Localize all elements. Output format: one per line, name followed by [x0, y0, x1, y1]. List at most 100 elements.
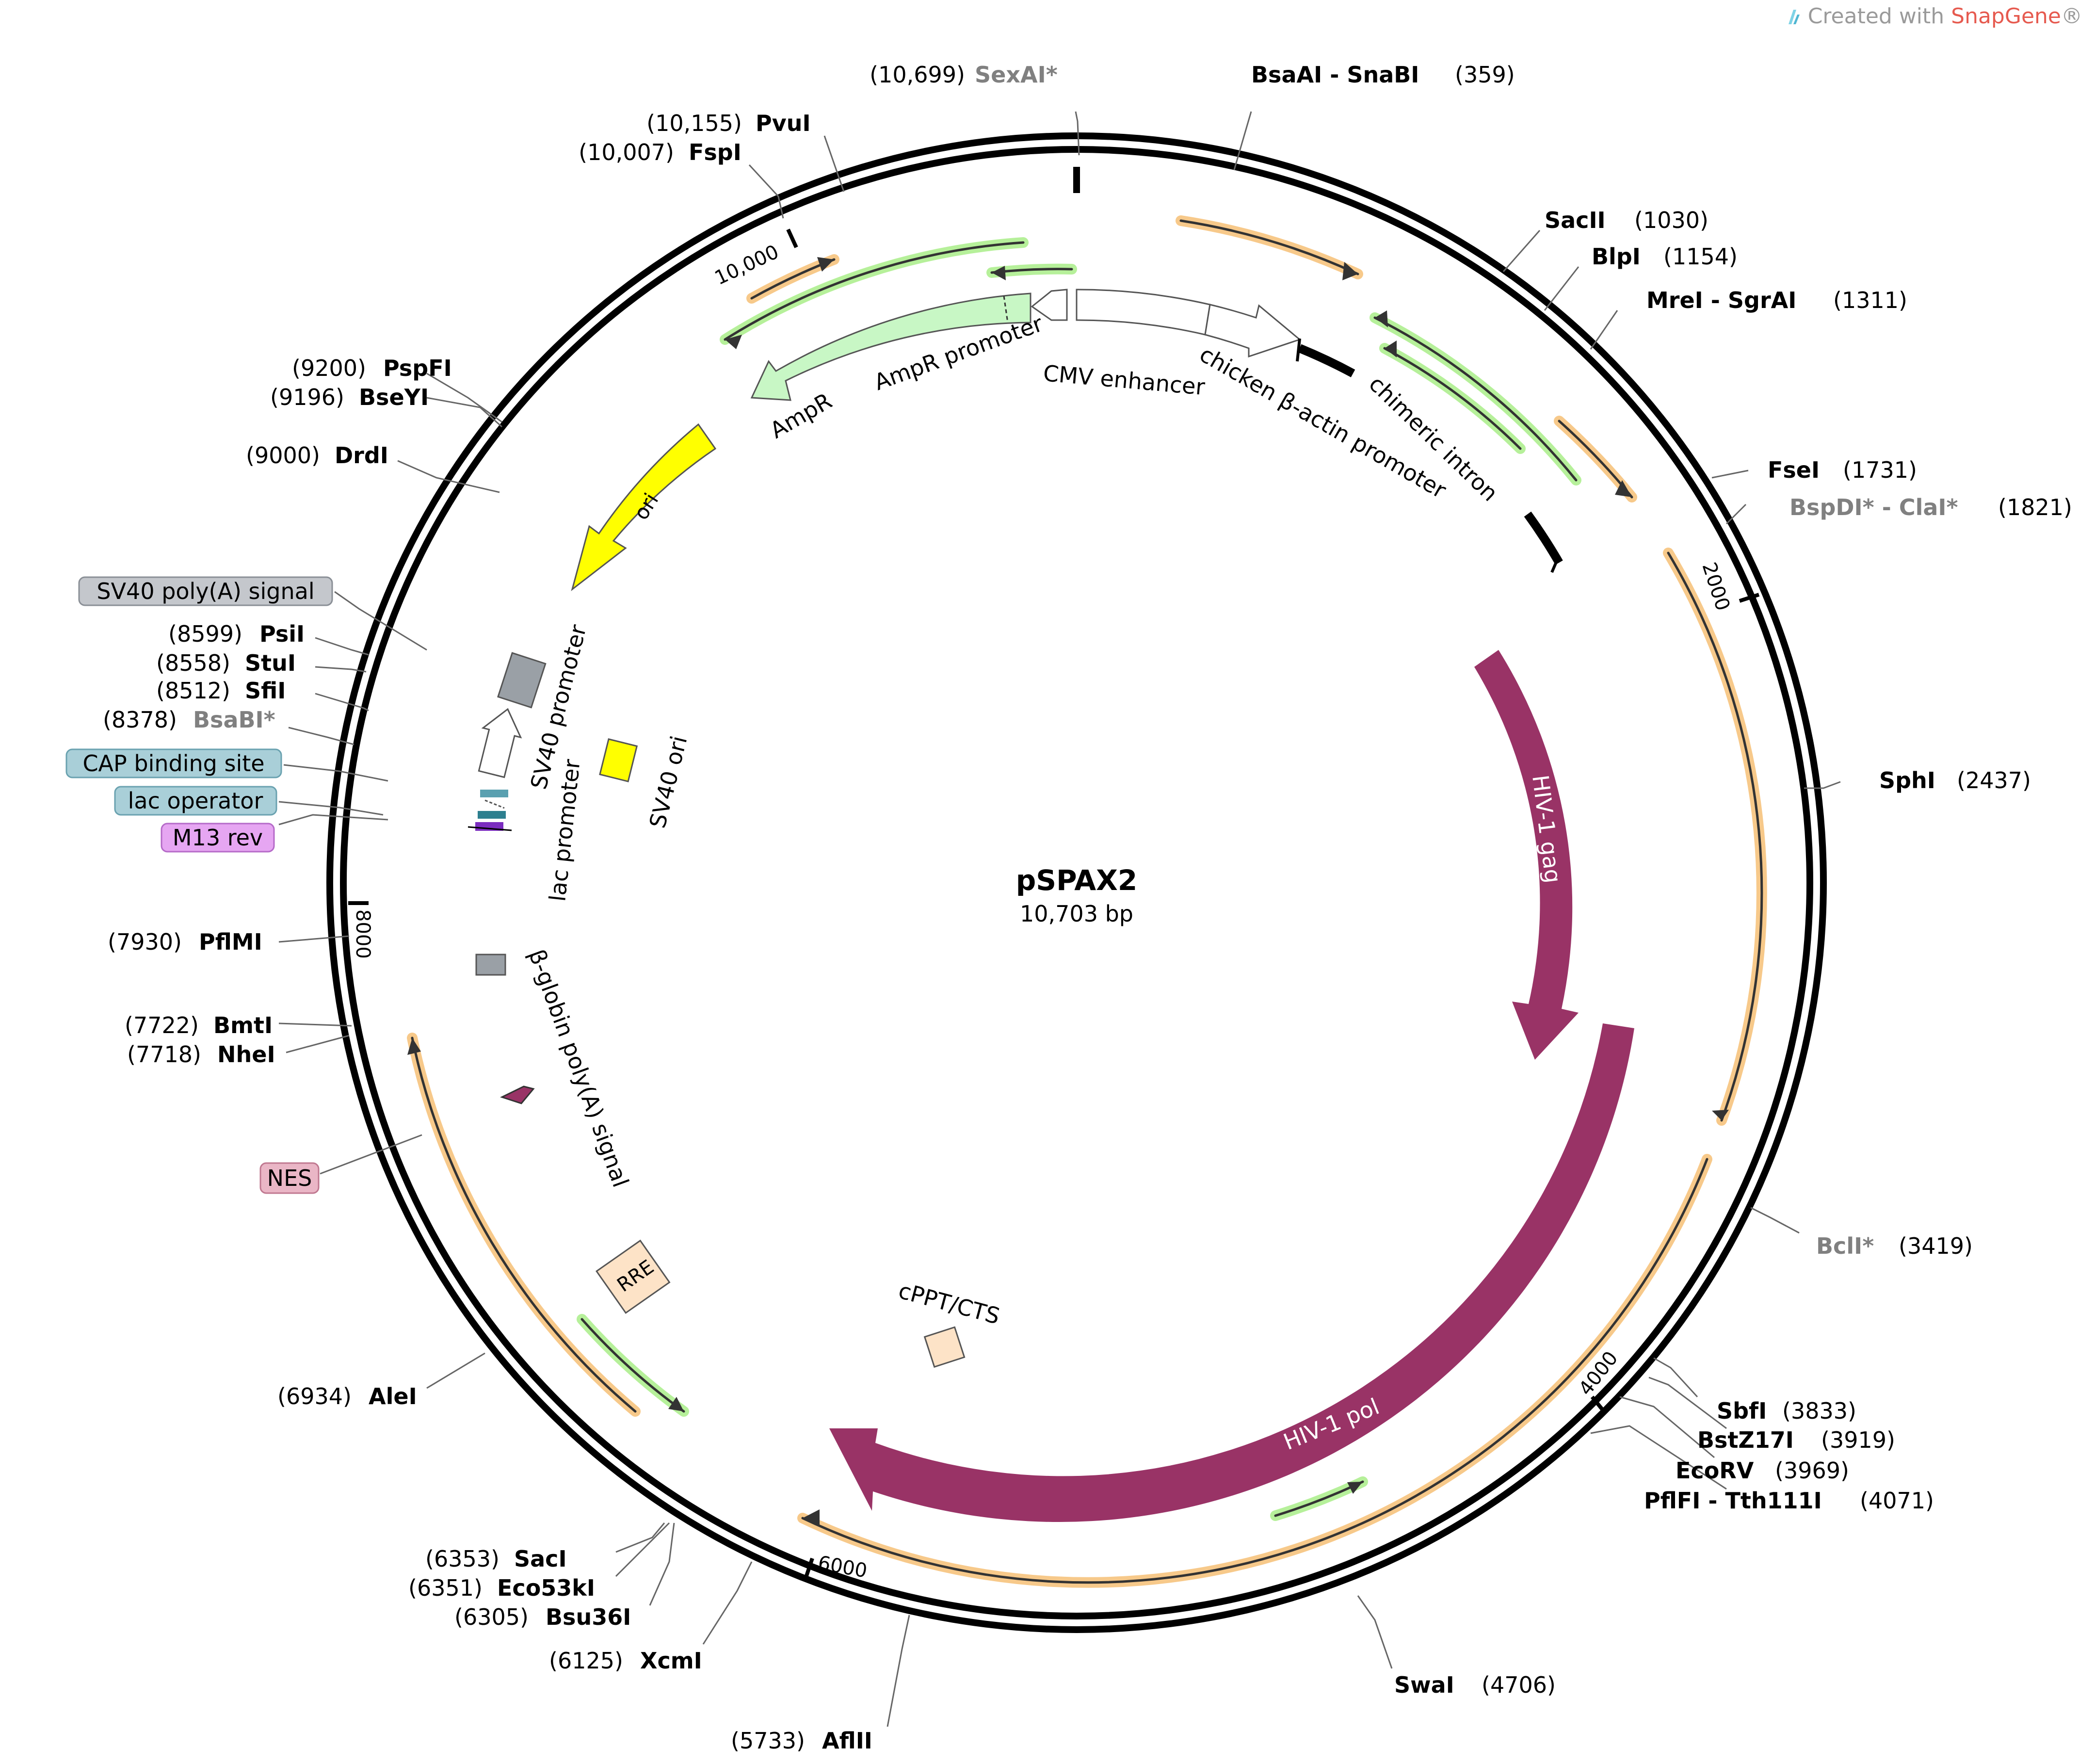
watermark-suffix: ® — [2061, 4, 2082, 29]
site-name-swai: SwaI — [1394, 1672, 1454, 1698]
site-name-blpi: BlpI — [1592, 243, 1641, 270]
site-name-ecorv: EcoRV — [1676, 1457, 1754, 1484]
lac-features — [467, 790, 512, 831]
site-name-eco53ki: Eco53kI — [497, 1575, 595, 1601]
site-pos-bsu36i: (6305) — [454, 1604, 529, 1630]
callout-lac-operator: lac operator — [128, 788, 263, 814]
tick-label-2000: 2000 — [1697, 560, 1734, 614]
chicken-actin-promoter-feature — [1204, 304, 1302, 358]
plasmid-name: pSPAX2 — [1016, 864, 1137, 897]
site-name-pvui: PvuI — [756, 110, 811, 136]
site-pos-pvui: (10,155) — [646, 110, 742, 136]
hiv-pol-feature — [829, 1023, 1634, 1522]
site-name-sfii: SfiI — [245, 678, 286, 704]
cmv-enhancer-feature — [1076, 289, 1211, 336]
site-pos-mrei-sgrai: (1311) — [1833, 287, 1907, 313]
tick-label-6000: 6000 — [816, 1552, 869, 1583]
plasmid-length: 10,703 bp — [1020, 901, 1133, 927]
site-pos-fsei: (1731) — [1843, 457, 1917, 483]
site-pos-bspdi-clai: (1821) — [1998, 494, 2072, 520]
arc-arrowheads — [407, 257, 1729, 1525]
site-name-bstz17i: BstZ17I — [1697, 1427, 1794, 1453]
callout-cap-binding-site: CAP binding site — [82, 750, 264, 777]
site-pos-bsabi: (8378) — [103, 707, 177, 733]
rre-feature — [596, 1239, 671, 1314]
site-name-bmti: BmtI — [213, 1012, 273, 1038]
site-name-pflfi-tth111i: PflFI - Tth111I — [1644, 1488, 1822, 1514]
tick-label-8000: 8000 — [352, 909, 374, 959]
backbone-outer-ring — [326, 132, 1827, 1633]
site-name-pspfi: PspFI — [383, 355, 452, 381]
feature-label-sv40-ori: SV40 ori — [644, 733, 692, 831]
site-name-mrei-sgrai: MreI - SgrAI — [1646, 287, 1796, 313]
site-name-xcmi: XcmI — [640, 1648, 702, 1674]
site-name-fspi: FspI — [689, 139, 741, 165]
site-pos-xcmi: (6125) — [549, 1648, 623, 1674]
site-pos-eco53ki: (6351) — [408, 1575, 483, 1601]
feature-label-cppt-cts: cPPT/CTS — [896, 1277, 1002, 1329]
nes-small-arrow — [500, 1085, 535, 1104]
site-pos-stui: (8558) — [156, 650, 230, 676]
watermark-brand: SnapGene — [1951, 4, 2061, 29]
sv40-ori-feature — [599, 738, 638, 782]
leader-lines — [278, 111, 1841, 1727]
callout-nes: NES — [267, 1165, 312, 1191]
site-pos-pspfi: (9200) — [292, 355, 366, 381]
site-name-stui: StuI — [245, 650, 296, 676]
site-pos-bcli: (3419) — [1899, 1233, 1973, 1259]
site-name-fsei: FseI — [1768, 457, 1820, 483]
site-pos-swai: (4706) — [1482, 1672, 1556, 1698]
callout-m13-rev: M13 rev — [173, 825, 263, 851]
feature-label-cmv-enhancer: CMV enhancer — [1042, 360, 1206, 400]
site-pos-bstz17i: (3919) — [1821, 1427, 1895, 1453]
ampr-promoter-feature — [1031, 289, 1068, 321]
site-pos-aflii: (5733) — [731, 1728, 805, 1754]
callout-sv40-polya: SV40 poly(A) signal — [97, 578, 314, 604]
restriction-site-labels: (10,699) SexAI* BsaAI - SnaBI (359) (10,… — [103, 62, 2072, 1754]
site-pos-sexai: (10,699) — [870, 62, 965, 88]
beta-globin-polya-block — [475, 954, 506, 976]
site-name-bsaai-snabi: BsaAI - SnaBI — [1251, 62, 1419, 88]
site-name-pflmi: PflMI — [199, 929, 262, 955]
site-name-sexai: SexAI* — [975, 62, 1058, 88]
site-pos-ecorv: (3969) — [1775, 1457, 1849, 1484]
site-name-sacii: SacII — [1545, 207, 1606, 233]
site-name-drdi: DrdI — [335, 442, 388, 469]
cppt-cts-feature — [923, 1326, 966, 1368]
site-pos-pflmi: (7930) — [108, 929, 182, 955]
tick-marks — [348, 167, 1760, 1578]
site-name-bsabi: BsaBI* — [193, 707, 275, 733]
site-name-sphi: SphI — [1879, 767, 1935, 793]
hiv-gag-feature — [1474, 650, 1579, 1060]
snapgene-logo-icon — [1788, 10, 1800, 24]
site-name-nhei: NheI — [217, 1041, 275, 1068]
watermark-prefix: Created with — [1807, 4, 1951, 29]
ori-feature — [571, 423, 717, 591]
site-name-bseyi: BseYI — [359, 384, 429, 410]
svg-text:(10,699): (10,699) — [870, 62, 965, 88]
boxed-feature-callouts: SV40 poly(A) signal CAP binding site lac… — [65, 576, 333, 1194]
site-pos-drdi: (9000) — [246, 442, 320, 469]
site-name-bcli: BclI* — [1816, 1233, 1874, 1259]
orange-glow-arcs — [407, 215, 1767, 1588]
site-pos-sphi: (2437) — [1957, 767, 2031, 793]
site-pos-bsaai-snabi: (359) — [1455, 62, 1515, 88]
site-name-bspdi-clai: BspDI* - ClaI* — [1789, 494, 1958, 520]
site-name-sbfi: SbfI — [1717, 1398, 1767, 1424]
site-pos-sbfi: (3833) — [1782, 1398, 1856, 1424]
site-pos-sfii: (8512) — [156, 678, 230, 704]
snapgene-watermark: Created with SnapGene® — [1787, 4, 2082, 29]
site-name-bsu36i: Bsu36I — [546, 1604, 631, 1630]
site-name-aflii: AflII — [822, 1728, 872, 1754]
site-pos-saci: (6353) — [425, 1546, 500, 1572]
sv40-polya-block — [497, 652, 547, 709]
chimeric-intron-feature — [1298, 344, 1355, 377]
site-pos-nhei: (7718) — [127, 1041, 201, 1068]
sv40-promoter-feature — [478, 708, 522, 778]
ampr-feature — [750, 292, 1031, 401]
site-pos-psii: (8599) — [168, 621, 242, 647]
site-pos-bseyi: (9196) — [270, 384, 344, 410]
site-pos-sacii: (1030) — [1634, 207, 1708, 233]
site-pos-fspi: (10,007) — [579, 139, 674, 165]
site-pos-bmti: (7722) — [125, 1012, 199, 1038]
